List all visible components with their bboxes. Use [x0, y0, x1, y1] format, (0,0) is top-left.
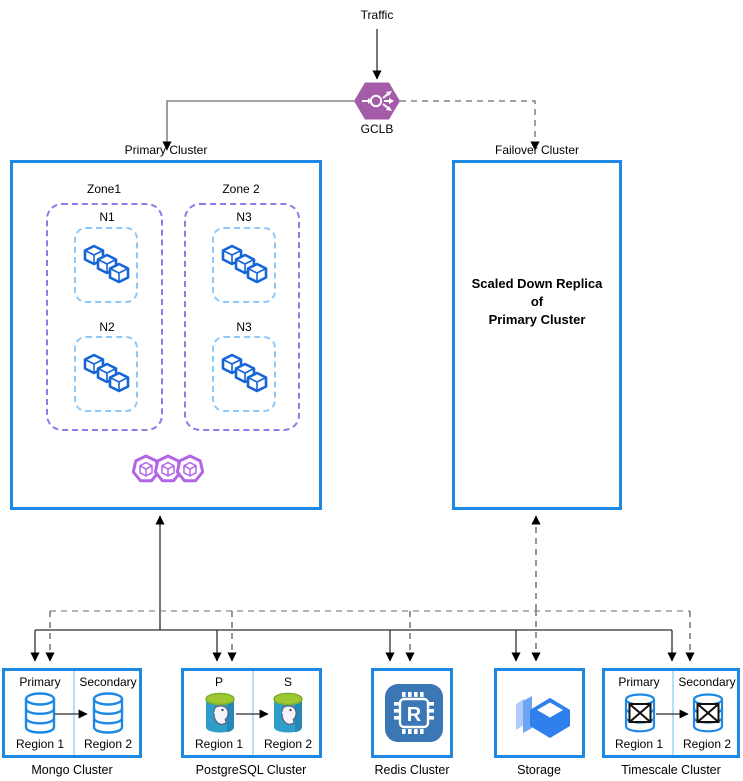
region-divider [73, 671, 75, 755]
postgres-region1-label: Region 1 [194, 737, 244, 751]
mongo-secondary-database-icon [92, 692, 124, 734]
redis-memorystore-icon: R [385, 684, 443, 742]
timescale-cluster-title: Timescale Cluster [621, 763, 721, 777]
containers-icon [221, 244, 268, 284]
node-n1-label: N1 [99, 210, 115, 224]
zone2-boundary: N3 N3 [184, 203, 300, 431]
containers-icon [83, 244, 130, 284]
postgres-region2-label: Region 2 [263, 737, 313, 751]
mongo-cluster-box: Primary Secondary Region 1 Region 2 [2, 668, 142, 758]
postgres-secondary-database-icon [273, 692, 303, 733]
node-n2-box [74, 336, 138, 412]
postgres-primary-database-icon [205, 692, 235, 733]
region-divider [252, 671, 254, 755]
mongo-primary-label: Primary [19, 675, 61, 689]
timescale-secondary-database-icon [692, 693, 724, 733]
failover-cluster-title: Failover Cluster [494, 143, 580, 157]
load-balancer-icon [354, 82, 400, 120]
postgres-secondary-label: S [283, 675, 293, 689]
zone1-label: Zone1 [86, 182, 122, 196]
mongo-region2-label: Region 2 [83, 737, 133, 751]
edge-gclb-to-primary [162, 100, 354, 151]
primary-cluster-box: Zone1 Zone 2 N1 N2 [10, 160, 322, 510]
failover-description-line2: of [530, 294, 544, 309]
node-n3-bottom-label: N3 [236, 320, 252, 334]
containers-icon [221, 353, 268, 393]
failover-description-line3: Primary Cluster [488, 312, 586, 327]
timescale-region1-label: Region 1 [614, 737, 664, 751]
gclb-label: GCLB [360, 122, 394, 136]
replication-arrow [55, 709, 88, 719]
gclb-node [354, 81, 400, 126]
storage-box [494, 668, 585, 758]
node-n3-top-box [212, 227, 276, 303]
replication-arrow [656, 709, 689, 719]
postgresql-cluster-title: PostgreSQL Cluster [195, 763, 307, 777]
failover-cluster-box: Scaled Down Replica of Primary Cluster [452, 160, 622, 510]
postgresql-cluster-box: P S Region 1 Region 2 [181, 668, 322, 758]
mongo-cluster-title: Mongo Cluster [31, 763, 113, 777]
mongo-primary-database-icon [24, 692, 56, 734]
zone2-label: Zone 2 [222, 182, 260, 196]
timescale-cluster-box: Primary Secondary Region 1 [602, 668, 740, 758]
timescale-region2-label: Region 2 [682, 737, 732, 751]
replication-arrow [236, 709, 269, 719]
failover-description-line1: Scaled Down Replica [471, 276, 603, 291]
region-divider [672, 671, 674, 755]
storage-buckets-icon [516, 696, 570, 738]
containers-icon [83, 353, 130, 393]
svg-text:R: R [407, 704, 422, 726]
node-n2-label: N2 [99, 320, 115, 334]
redis-cluster-box: R [371, 668, 453, 758]
timescale-secondary-label: Secondary [678, 675, 736, 689]
timescale-primary-label: Primary [618, 675, 660, 689]
kubernetes-pods-icon [131, 454, 205, 483]
timescale-primary-database-icon [624, 693, 656, 733]
mongo-region1-label: Region 1 [15, 737, 65, 751]
node-n3-top-label: N3 [236, 210, 252, 224]
failover-description: Scaled Down Replica of Primary Cluster [455, 275, 619, 329]
zone1-boundary: N1 N2 [46, 203, 163, 431]
mongo-secondary-label: Secondary [79, 675, 137, 689]
redis-cluster-title: Redis Cluster [374, 763, 450, 777]
edge-gclb-to-failover [400, 100, 540, 151]
postgres-primary-label: P [214, 675, 224, 689]
node-n3-bottom-box [212, 336, 276, 412]
storage-title: Storage [517, 763, 561, 777]
primary-cluster-title: Primary Cluster [124, 143, 208, 157]
node-n1-box [74, 227, 138, 303]
traffic-label: Traffic [360, 8, 394, 22]
